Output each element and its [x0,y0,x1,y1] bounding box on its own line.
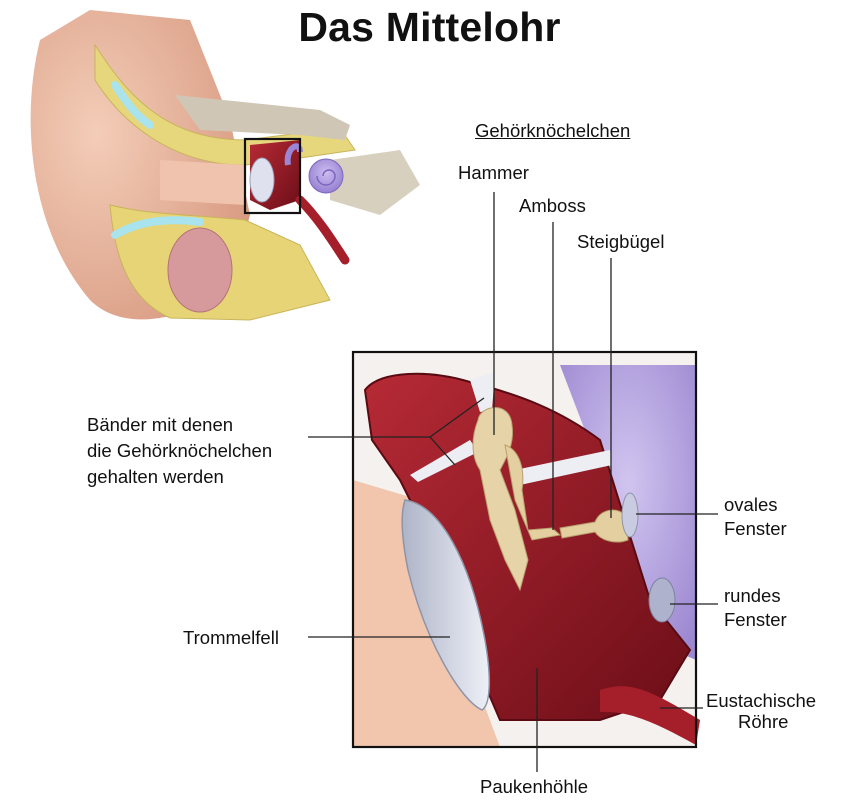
label-trommelfell: Trommelfell [183,627,279,648]
ossicles-heading: Gehörknöchelchen [475,120,630,141]
ear-canal [160,160,245,205]
label-rundes-fenster-line-1: rundes [724,585,781,606]
parotid-tissue [168,228,232,312]
label-ovales-fenster-line-2: Fenster [724,518,787,539]
ear-overview-illustration [31,10,420,320]
middle-ear-detail-illustration [353,352,700,747]
label-steigbuegel: Steigbügel [577,231,664,252]
round-window [649,578,675,622]
overview-cochlea [309,159,343,193]
label-amboss: Amboss [519,195,586,216]
label-ovales-fenster-line-1: ovales [724,494,777,515]
overview-eustachian-tube [300,200,345,260]
label-eustachische-roehre-line-2: Röhre [738,711,788,732]
label-rundes-fenster-line-2: Fenster [724,609,787,630]
label-eustachische-roehre-line-1: Eustachische [706,690,816,711]
label-baender-line-3: gehalten werden [87,466,224,487]
oval-window [622,493,638,537]
label-baender-line-2: die Gehörknöchelchen [87,440,272,461]
label-baender-line-1: Bänder mit denen [87,414,233,435]
inner-bone-gray [330,150,420,215]
label-paukenhoehle: Paukenhöhle [480,776,588,797]
overview-eardrum [250,158,274,202]
label-hammer: Hammer [458,162,529,183]
